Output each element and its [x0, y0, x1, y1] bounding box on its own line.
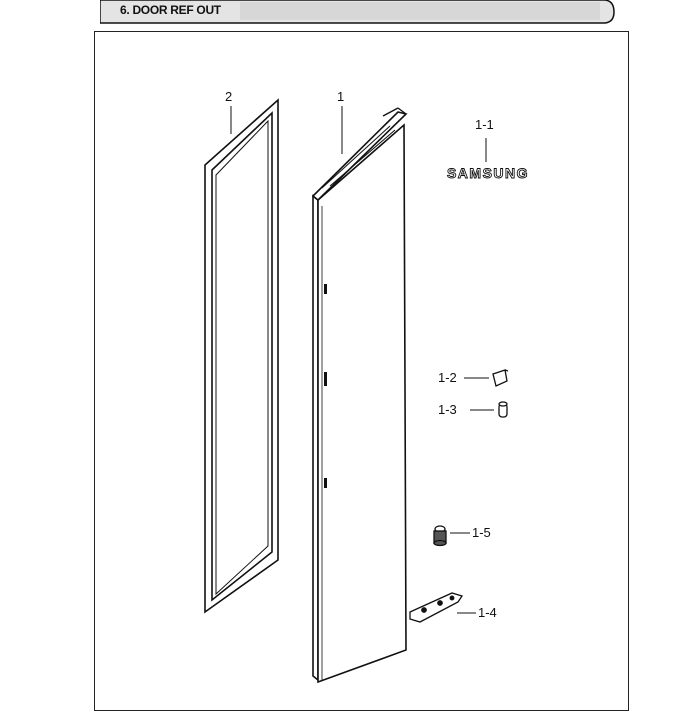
refrigerator-door — [311, 107, 408, 684]
samsung-logo-part: SAMSUNG — [447, 165, 529, 182]
callout-hinge: 1-4 — [478, 605, 497, 620]
callout-gasket: 2 — [225, 89, 233, 104]
samsung-logo-text: SAMSUNG — [447, 165, 529, 181]
callout-door: 1 — [337, 89, 345, 104]
section-title: 6. DOOR REF OUT — [120, 3, 221, 17]
hinge-plate — [409, 592, 464, 623]
section-header: 6. DOOR REF OUT — [100, 0, 615, 24]
callout-stopper: 1-5 — [472, 525, 491, 540]
header-band — [100, 0, 615, 24]
callout-logo: 1-1 — [475, 117, 494, 132]
callout-cap: 1-2 — [438, 370, 457, 385]
stopper-part — [433, 525, 447, 547]
door-gasket — [204, 98, 279, 614]
bushing-part — [498, 401, 508, 418]
callout-bushing: 1-3 — [438, 402, 457, 417]
cap-part — [492, 369, 509, 387]
